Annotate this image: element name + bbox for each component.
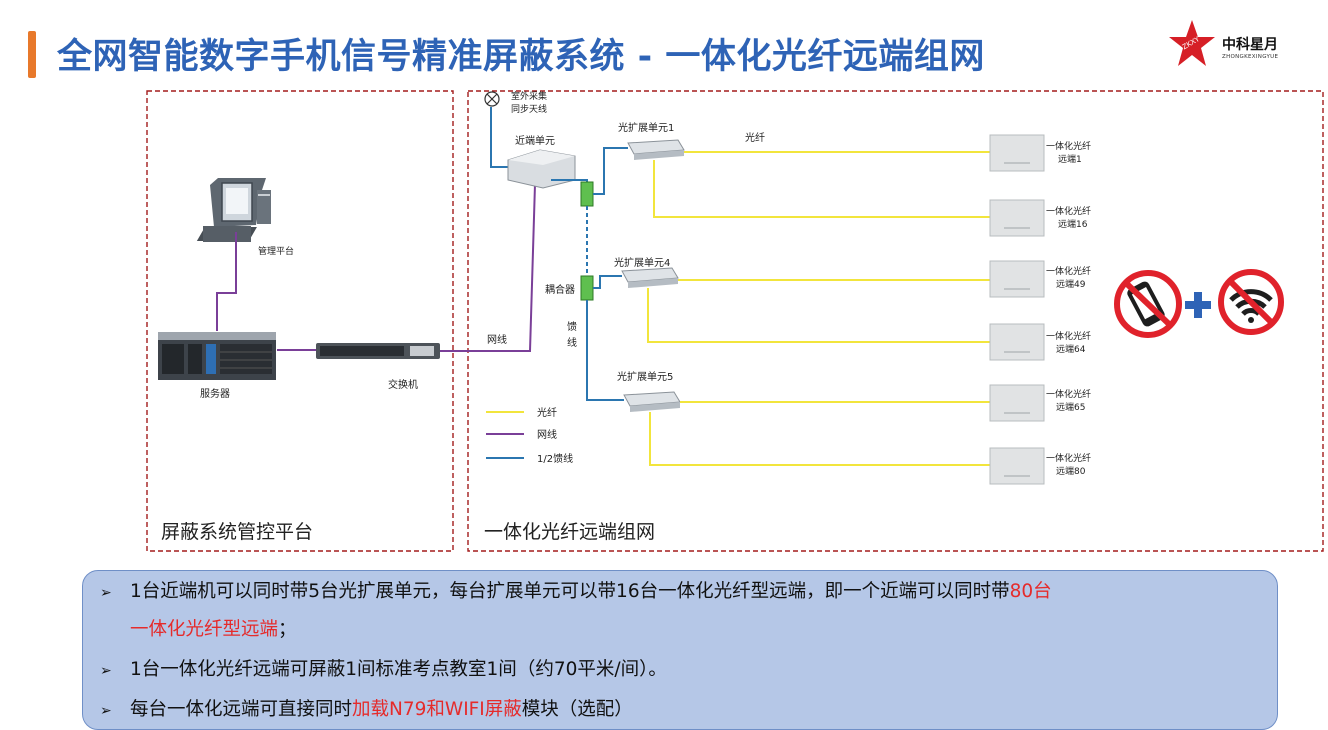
bullet-2-text: 1台一体化光纤远端可屏蔽1间标准考点教室1间（约70平米/间）。 <box>130 659 667 680</box>
near-end-label: 近端单元 <box>515 134 555 147</box>
left-frame-caption: 屏蔽系统管控平台 <box>161 521 314 543</box>
company-logo-en: ZHONGKEXINGYUE <box>1222 54 1279 60</box>
feeder-antenna-nearend <box>490 107 508 168</box>
company-logo-name: 中科星月 <box>1222 37 1278 53</box>
feeder-label-1: 馈 <box>567 320 577 333</box>
antenna-icon <box>484 91 500 107</box>
server-label: 服务器 <box>200 387 230 400</box>
fiber-to-remote-64 <box>647 288 990 343</box>
bullet-1-line2: 一体化光纤型远端； <box>130 615 297 641</box>
bullet-1-text: 1台近端机可以同时带5台光扩展单元，每台扩展单元可以带16台一体化光纤型远端，即… <box>130 581 1010 602</box>
left-frame <box>146 90 454 552</box>
remote-label: 远端64 <box>1056 343 1086 355</box>
expander-5-icon <box>623 391 681 412</box>
network-diagram: 管理平台 服务器 交换机 网线 室外采集 同步天线 近端单元 <box>146 90 1324 552</box>
near-end-unit-icon <box>507 149 576 189</box>
bullet-1: ➢ 1台近端机可以同时带5台光扩展单元，每台扩展单元可以带16台一体化光纤型远端，… <box>100 577 1052 603</box>
info-box: ➢ 1台近端机可以同时带5台光扩展单元，每台扩展单元可以带16台一体化光纤型远端，… <box>82 570 1278 730</box>
ethernet-switch-nearend <box>440 183 536 352</box>
remote-label: 远端49 <box>1056 278 1086 290</box>
fiber-to-remote-16 <box>653 160 990 218</box>
bullet-arrow-icon: ➢ <box>100 585 112 601</box>
title-accent-bar <box>28 31 36 78</box>
bullet-arrow-icon: ➢ <box>100 663 112 679</box>
bullet-3-red: 加载N79和WIFI屏蔽 <box>352 699 522 720</box>
remote-unit-1-icon <box>989 134 1045 172</box>
remote-unit-49-icon <box>989 260 1045 298</box>
right-frame-caption: 一体化光纤远端组网 <box>484 521 656 543</box>
expander-1-icon <box>627 139 685 160</box>
remote-label: 远端1 <box>1058 153 1082 165</box>
bullet-3-post: 模块（选配） <box>521 699 633 720</box>
bullet-3-pre: 每台一体化远端可直接同时 <box>130 699 353 720</box>
server-icon <box>158 332 276 380</box>
remote-label: 远端80 <box>1056 465 1086 477</box>
remote-prefix: 一体化光纤 <box>1046 330 1091 342</box>
legend-fiber-label: 光纤 <box>537 406 557 419</box>
bullet-3: ➢ 每台一体化远端可直接同时加载N79和WIFI屏蔽模块（选配） <box>100 695 633 721</box>
bullet-1-line2-red: 一体化光纤型远端 <box>130 619 279 640</box>
legend-ethernet-label: 网线 <box>537 428 557 441</box>
bullet-arrow-icon: ➢ <box>100 703 112 719</box>
feeder-to-expander-1 <box>593 147 628 195</box>
no-wifi-icon <box>1218 269 1284 335</box>
fiber-to-remote-80 <box>649 412 990 466</box>
page-title: 全网智能数字手机信号精准屏蔽系统 - 一体化光纤远端组网 <box>57 37 985 77</box>
antenna-label-1: 室外采集 <box>511 90 547 102</box>
expander-5-label: 光扩展单元5 <box>617 370 673 383</box>
right-frame <box>467 90 1324 552</box>
fiber-label: 光纤 <box>745 131 765 144</box>
remote-unit-64-icon <box>989 323 1045 361</box>
coupler-1-icon <box>580 181 594 207</box>
remote-unit-16-icon <box>989 199 1045 237</box>
expander-4-icon <box>621 267 679 288</box>
remote-label: 远端16 <box>1058 218 1088 230</box>
expander-1-label: 光扩展单元1 <box>618 121 674 134</box>
bullet-1-line2-end: ； <box>278 619 297 640</box>
coupler-2-icon <box>580 275 594 301</box>
remote-prefix: 一体化光纤 <box>1046 452 1091 464</box>
company-logo-star-icon: ZKXY <box>1169 20 1215 66</box>
remote-unit-80-icon <box>989 447 1045 485</box>
expander-4-label: 光扩展单元4 <box>614 256 670 269</box>
no-phone-icon <box>1114 270 1182 338</box>
switch-label: 交换机 <box>388 378 418 391</box>
feeder-to-expander-4 <box>593 275 622 289</box>
remote-unit-65-icon <box>989 384 1045 422</box>
legend-feeder-label: 1/2馈线 <box>537 452 573 465</box>
feeder-label-2: 线 <box>567 336 577 349</box>
bullet-1-red: 80台 <box>1009 581 1052 602</box>
remote-prefix: 一体化光纤 <box>1046 265 1091 277</box>
feeder-to-expander-5 <box>586 300 624 401</box>
coupler-label: 耦合器 <box>545 283 575 296</box>
antenna-label-2: 同步天线 <box>511 103 547 115</box>
bullet-2: ➢ 1台一体化光纤远端可屏蔽1间标准考点教室1间（约70平米/间）。 <box>100 655 667 681</box>
switch-icon <box>316 343 440 359</box>
pc-label: 管理平台 <box>258 245 294 257</box>
plus-icon <box>1185 292 1211 318</box>
remote-label: 远端65 <box>1056 401 1085 413</box>
network-cable-label: 网线 <box>487 333 507 346</box>
management-pc-icon <box>196 178 271 242</box>
remote-prefix: 一体化光纤 <box>1046 140 1091 152</box>
ethernet-pc-server <box>216 232 237 331</box>
remote-prefix: 一体化光纤 <box>1046 388 1091 400</box>
remote-prefix: 一体化光纤 <box>1046 205 1091 217</box>
